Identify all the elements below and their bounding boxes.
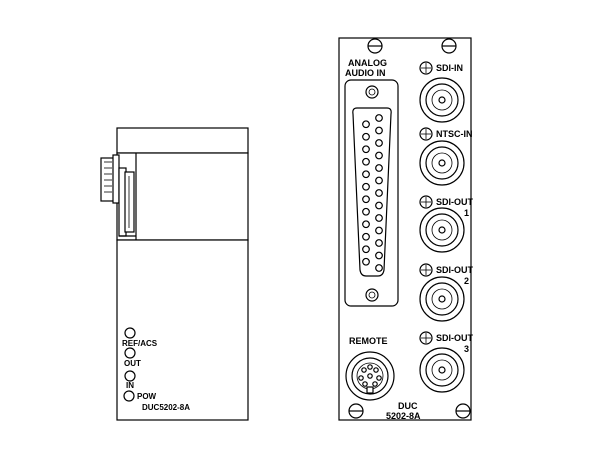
db25-pin bbox=[375, 264, 383, 272]
led-in: IN bbox=[124, 370, 136, 390]
db25-pin bbox=[375, 214, 383, 222]
side-view-top-box bbox=[116, 127, 249, 154]
bnc-sdi-out-2: SDI-OUT 2 bbox=[419, 263, 474, 322]
bnc-label-ntsc-in: NTSC-IN bbox=[436, 129, 473, 139]
db25-pin bbox=[362, 220, 370, 229]
db25-pin bbox=[375, 164, 383, 172]
db25-pin bbox=[375, 139, 383, 147]
side-view-middle-box bbox=[116, 152, 249, 241]
analog-audio-in-connector bbox=[344, 79, 399, 307]
db25-pin bbox=[362, 132, 370, 141]
rear-panel: ANALOG AUDIO IN SDI-IN bbox=[338, 37, 474, 421]
bnc-label-sdi-out-3: SDI-OUT bbox=[436, 333, 474, 343]
rear-model-line1: DUC bbox=[398, 401, 418, 411]
db25-pin bbox=[362, 120, 370, 129]
db25-pin bbox=[375, 251, 383, 260]
db25-pin bbox=[362, 207, 370, 216]
led-label-out: OUT bbox=[124, 359, 141, 368]
led-ref-acs: REF/ACS bbox=[122, 327, 158, 348]
top-left-screw-icon bbox=[367, 38, 383, 54]
led-label-pow: POW bbox=[137, 392, 157, 401]
db25-pin bbox=[375, 126, 383, 135]
bnc-sdi-out-1: SDI-OUT 1 bbox=[419, 195, 474, 253]
led-pow: POW bbox=[123, 390, 157, 402]
remote-connector bbox=[345, 351, 395, 401]
db25-pin bbox=[375, 201, 383, 210]
db25-pin bbox=[375, 239, 383, 247]
bnc-connectors: SDI-IN NTSC-IN bbox=[419, 61, 474, 393]
db25-pins bbox=[362, 114, 383, 272]
bottom-right-screw-icon bbox=[455, 403, 471, 419]
db25-pin bbox=[375, 189, 383, 197]
db25-pin bbox=[375, 114, 383, 122]
remote-label: REMOTE bbox=[349, 336, 388, 346]
bnc-sublabel-sdi-out-2: 2 bbox=[464, 276, 469, 286]
analog-audio-title-line1: ANALOG bbox=[348, 58, 387, 68]
db25-pin bbox=[362, 145, 370, 154]
bnc-ntsc-in-screw-icon bbox=[419, 127, 433, 141]
db25-pin bbox=[362, 182, 370, 191]
db25-pin bbox=[362, 245, 370, 254]
bnc-sdi-out-1-screw-icon bbox=[419, 195, 433, 209]
side-view: REF/ACS OUT IN POW DUC5202-8A bbox=[100, 127, 249, 421]
bnc-ntsc-in: NTSC-IN bbox=[419, 127, 473, 186]
top-right-screw-icon bbox=[441, 38, 457, 54]
rear-model-line2: 5202-8A bbox=[386, 411, 421, 421]
side-view-body bbox=[116, 239, 249, 421]
db25-pin bbox=[362, 232, 370, 241]
bnc-label-sdi-in: SDI-IN bbox=[436, 63, 463, 73]
side-connector-bracket bbox=[100, 154, 136, 237]
bnc-sdi-in-screw-icon bbox=[419, 61, 433, 75]
led-out: OUT bbox=[124, 347, 141, 368]
bnc-label-sdi-out-2: SDI-OUT bbox=[436, 265, 474, 275]
bnc-sublabel-sdi-out-1: 1 bbox=[464, 208, 469, 218]
db25-pin bbox=[362, 257, 370, 266]
led-label-ref-acs: REF/ACS bbox=[122, 339, 158, 348]
analog-audio-title-line2: AUDIO IN bbox=[345, 68, 386, 78]
bnc-label-sdi-out-1: SDI-OUT bbox=[436, 197, 474, 207]
bnc-sdi-out-2-screw-icon bbox=[419, 263, 433, 277]
db25-pin bbox=[375, 151, 383, 160]
db25-pin bbox=[362, 170, 370, 179]
db25-pin bbox=[362, 157, 370, 166]
bnc-sdi-out-3-screw-icon bbox=[419, 331, 433, 345]
db25-pin bbox=[362, 195, 370, 204]
bnc-sublabel-sdi-out-3: 3 bbox=[464, 344, 469, 354]
led-label-in: IN bbox=[126, 381, 134, 390]
db25-pin bbox=[375, 226, 383, 235]
db25-pin bbox=[375, 176, 383, 185]
bnc-sdi-out-3: SDI-OUT 3 bbox=[419, 331, 474, 393]
side-model-label: DUC5202-8A bbox=[142, 403, 190, 412]
bnc-sdi-in: SDI-IN bbox=[419, 61, 465, 123]
bottom-left-screw-icon bbox=[348, 403, 364, 419]
